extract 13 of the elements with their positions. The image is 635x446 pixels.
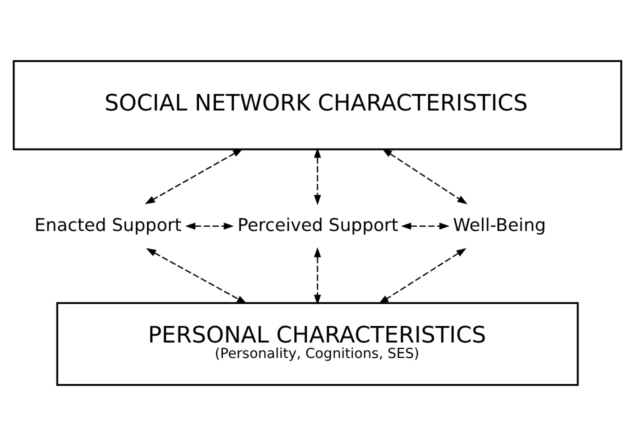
node-text: Perceived Support <box>237 216 398 236</box>
node-text: Enacted Support <box>34 216 182 236</box>
arrow <box>314 148 322 206</box>
arrow <box>401 222 450 230</box>
arrow <box>185 222 234 230</box>
node-box: SOCIAL NETWORK CHARACTERISTICS <box>12 60 622 150</box>
node-text: Well-Being <box>452 216 546 236</box>
node-box: PERSONAL CHARACTERISTICS (Personality, Cognitions, SES) <box>56 302 579 386</box>
arrow <box>382 148 468 204</box>
arrow <box>146 248 247 304</box>
arrow <box>314 247 322 305</box>
arrow <box>144 148 244 204</box>
arrow <box>378 248 466 304</box>
